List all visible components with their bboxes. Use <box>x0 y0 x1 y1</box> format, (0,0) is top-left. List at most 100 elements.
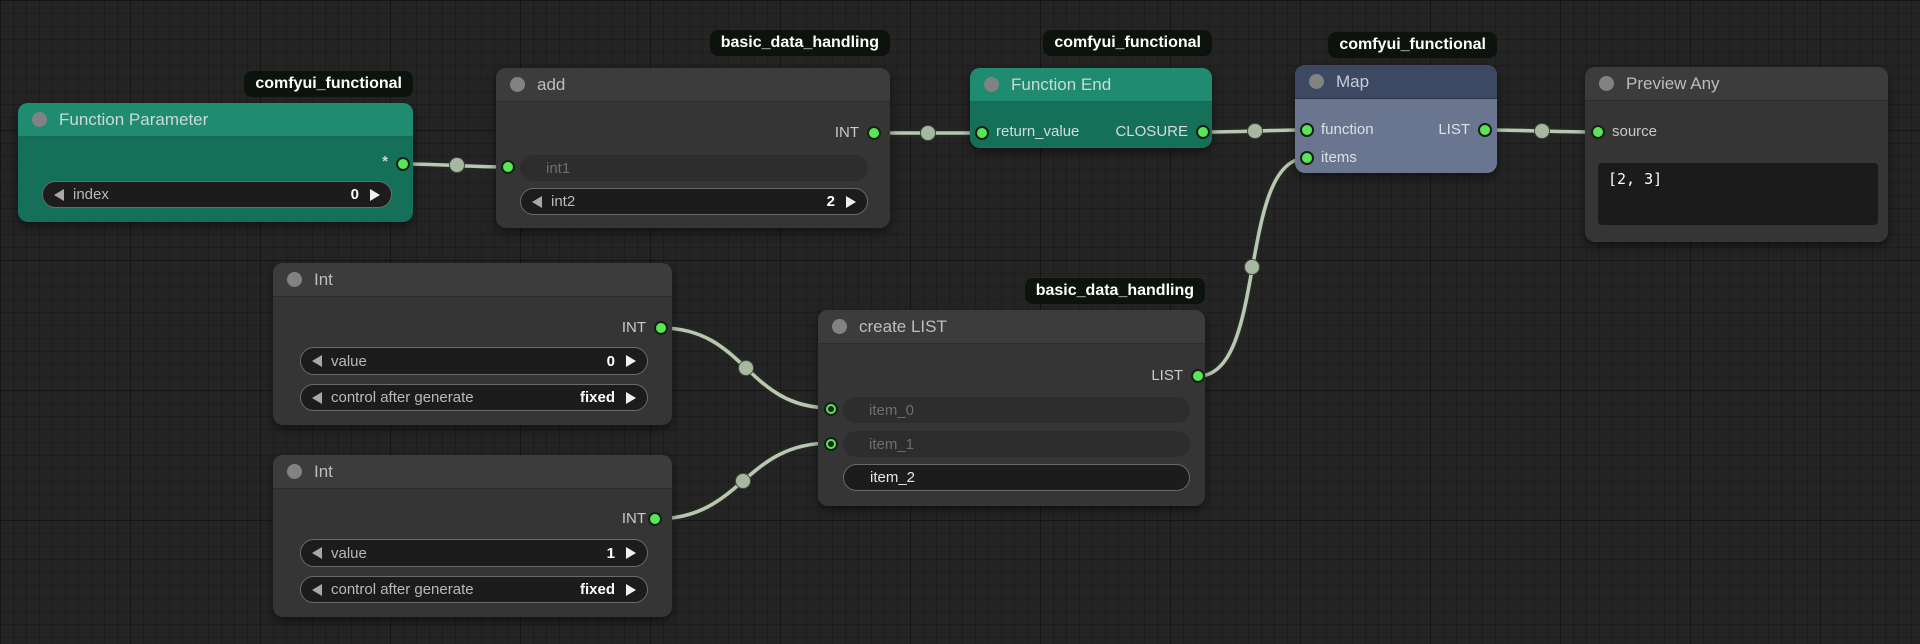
node-tag: basic_data_handling <box>1024 278 1205 304</box>
output-socket[interactable] <box>867 126 881 140</box>
node-function-parameter[interactable]: Function Parameter * index 0 <box>18 103 413 222</box>
preview-output-text: [2, 3] <box>1598 163 1878 225</box>
widget-label: value <box>331 352 367 370</box>
output-socket[interactable] <box>654 321 668 335</box>
node-header[interactable]: Function Parameter <box>18 103 413 137</box>
input-label: source <box>1612 123 1658 140</box>
increment-arrow-icon[interactable] <box>626 391 636 404</box>
node-create-list[interactable]: create LIST LIST item_0 item_1 item_2 <box>818 310 1205 506</box>
output-socket[interactable] <box>1478 123 1492 137</box>
int1-input-row[interactable]: int1 <box>520 155 868 181</box>
index-widget[interactable]: index 0 <box>42 181 392 208</box>
node-function-end[interactable]: Function End return_value CLOSURE <box>970 68 1212 148</box>
widget-label: index <box>73 186 109 203</box>
output-label: * <box>382 153 388 170</box>
widget-label: value <box>331 544 367 562</box>
output-label: INT <box>621 319 646 336</box>
link-dot <box>738 360 754 376</box>
node-title: add <box>537 74 566 94</box>
node-int-top[interactable]: Int INT value 0 control after generate f… <box>273 263 672 425</box>
node-title: Function Parameter <box>59 109 209 129</box>
node-map[interactable]: Map function LIST items <box>1295 65 1497 173</box>
node-title: Int <box>314 461 333 481</box>
control-after-generate-widget[interactable]: control after generate fixed <box>300 576 648 603</box>
item0-input-row[interactable]: item_0 <box>843 397 1190 423</box>
node-tag: comfyui_functional <box>1328 32 1497 58</box>
increment-arrow-icon[interactable] <box>846 195 856 208</box>
increment-arrow-icon[interactable] <box>370 188 380 201</box>
node-int-bottom[interactable]: Int INT value 1 control after generate f… <box>273 455 672 617</box>
node-title: Function End <box>1011 74 1112 94</box>
increment-arrow-icon[interactable] <box>626 355 636 367</box>
output-socket[interactable] <box>1196 125 1210 139</box>
link-dot <box>1534 123 1550 139</box>
input-socket[interactable] <box>1300 151 1314 165</box>
collapse-dot-icon[interactable] <box>287 272 302 287</box>
node-add[interactable]: add INT int1 int2 2 <box>496 68 890 228</box>
widget-value: 1 <box>606 544 615 562</box>
link-dot <box>1244 259 1260 275</box>
node-preview-any[interactable]: Preview Any source [2, 3] <box>1585 67 1888 242</box>
increment-arrow-icon[interactable] <box>626 583 636 596</box>
node-header[interactable]: Function End <box>970 68 1212 102</box>
collapse-dot-icon[interactable] <box>287 464 302 479</box>
wire-createlist-to-map-items <box>1197 154 1308 380</box>
wire-fp-to-add <box>402 160 509 171</box>
output-socket[interactable] <box>1191 369 1205 383</box>
input-label: items <box>1321 149 1357 166</box>
node-header[interactable]: Int <box>273 455 672 489</box>
collapse-dot-icon[interactable] <box>832 319 847 334</box>
node-title: Map <box>1336 71 1370 91</box>
widget-label: control after generate <box>331 581 474 598</box>
node-header[interactable]: Preview Any <box>1585 67 1888 101</box>
value-widget[interactable]: value 0 <box>300 347 648 375</box>
int2-widget[interactable]: int2 2 <box>520 188 868 215</box>
widget-value: 0 <box>350 186 359 203</box>
widget-value: fixed <box>579 581 615 598</box>
node-title: Preview Any <box>1626 73 1720 93</box>
widget-value: 0 <box>606 352 615 370</box>
collapse-dot-icon[interactable] <box>984 77 999 92</box>
input-label: item_1 <box>869 435 915 453</box>
node-title: create LIST <box>859 316 947 336</box>
link-dot <box>735 473 751 489</box>
node-header[interactable]: Int <box>273 263 672 297</box>
item2-widget[interactable]: item_2 <box>843 464 1190 491</box>
increment-arrow-icon[interactable] <box>626 547 636 559</box>
input-socket[interactable] <box>824 437 838 451</box>
decrement-arrow-icon[interactable] <box>54 188 64 201</box>
collapse-dot-icon[interactable] <box>1309 74 1324 89</box>
node-header[interactable]: add <box>496 68 890 102</box>
control-after-generate-widget[interactable]: control after generate fixed <box>300 384 648 411</box>
output-socket[interactable] <box>648 512 662 526</box>
widget-value: fixed <box>579 389 615 406</box>
node-header[interactable]: create LIST <box>818 310 1205 344</box>
input-socket[interactable] <box>1591 125 1605 139</box>
decrement-arrow-icon[interactable] <box>312 547 322 559</box>
collapse-dot-icon[interactable] <box>1599 76 1614 91</box>
decrement-arrow-icon[interactable] <box>532 195 542 208</box>
output-label: LIST <box>1438 121 1470 138</box>
input-socket[interactable] <box>975 126 989 140</box>
output-label: INT <box>834 124 859 141</box>
input-label: item_0 <box>869 401 915 419</box>
input-socket[interactable] <box>824 402 838 416</box>
value-widget[interactable]: value 1 <box>300 539 648 567</box>
link-dot <box>920 125 936 141</box>
node-title: Int <box>314 269 333 289</box>
input-socket[interactable] <box>501 160 515 174</box>
decrement-arrow-icon[interactable] <box>312 583 322 596</box>
wire-map-to-preview <box>1484 126 1599 136</box>
input-label: function <box>1321 121 1374 138</box>
item1-input-row[interactable]: item_1 <box>843 431 1190 457</box>
decrement-arrow-icon[interactable] <box>312 391 322 404</box>
collapse-dot-icon[interactable] <box>510 77 525 92</box>
output-socket[interactable] <box>396 157 410 171</box>
widget-label: int2 <box>551 193 576 210</box>
node-header[interactable]: Map <box>1295 65 1497 99</box>
collapse-dot-icon[interactable] <box>32 112 47 127</box>
input-label: return_value <box>996 123 1080 140</box>
input-socket[interactable] <box>1300 123 1314 137</box>
decrement-arrow-icon[interactable] <box>312 355 322 367</box>
